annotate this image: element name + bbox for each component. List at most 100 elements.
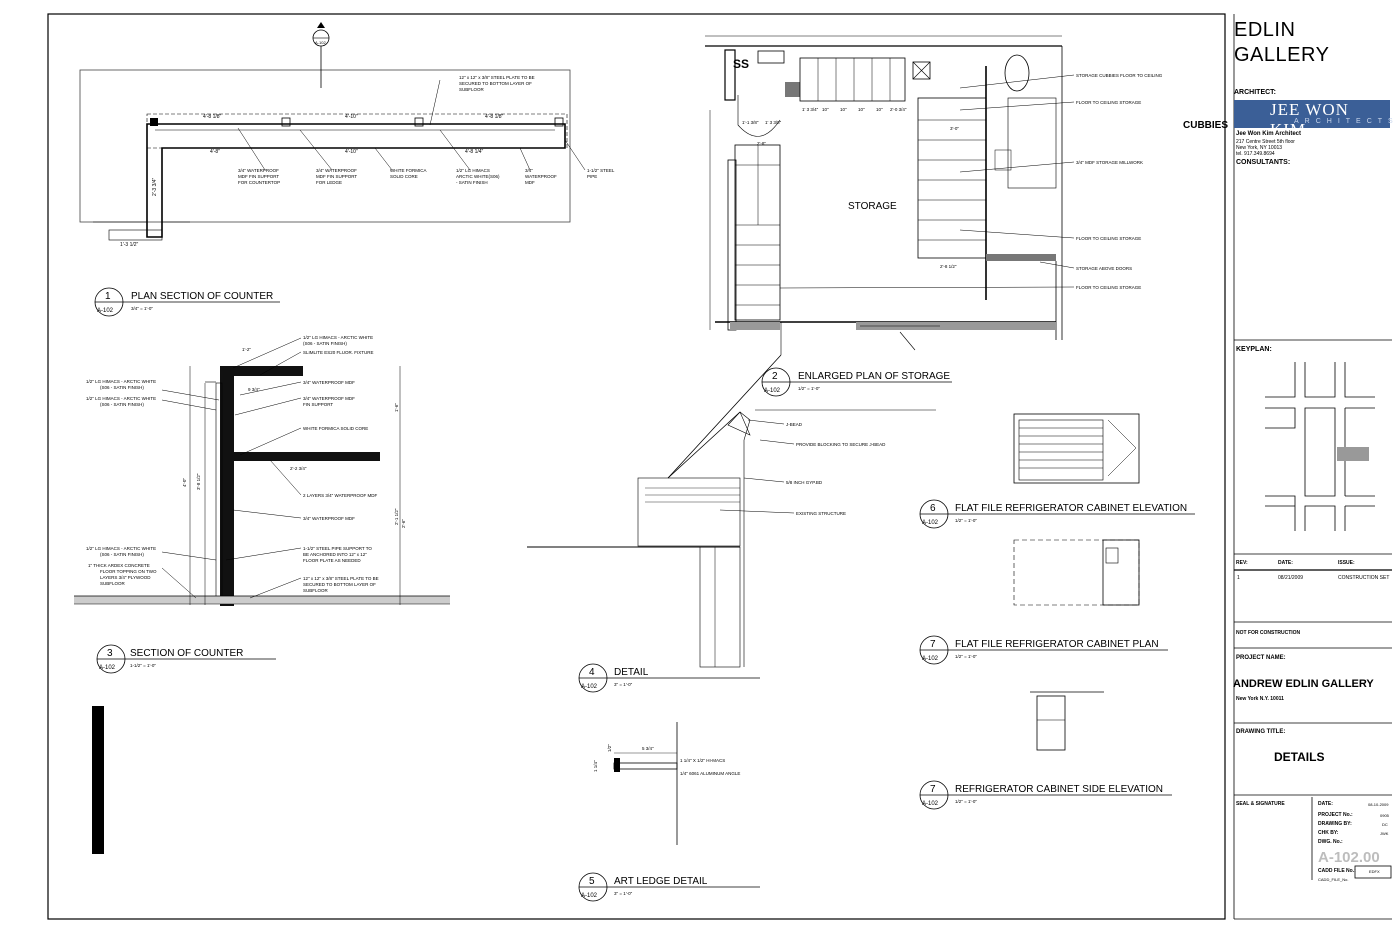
- svg-text:FLOOR TO CEILING STORAGE: FLOOR TO CEILING STORAGE: [1076, 100, 1141, 105]
- keyplan-diagram: [1265, 362, 1375, 531]
- svg-text:3'-0": 3'-0": [950, 126, 959, 131]
- dwg-no-value: A-102.00: [1318, 849, 1380, 866]
- svg-text:10": 10": [876, 107, 883, 112]
- drawing-by-label: DRAWING BY:: [1318, 821, 1352, 827]
- svg-text:REFRIGERATOR CABINET SIDE ELEV: REFRIGERATOR CABINET SIDE ELEVATION: [955, 784, 1163, 795]
- svg-text:3/4" WATERPROOF: 3/4" WATERPROOF: [238, 168, 279, 173]
- svg-text:1'-6": 1'-6": [394, 403, 399, 412]
- svg-text:LAYERS 3/4" PLYWOOD: LAYERS 3/4" PLYWOOD: [100, 575, 151, 580]
- svg-text:A-102: A-102: [99, 665, 116, 671]
- svg-text:SECURED TO BOTTOM LAYER OF: SECURED TO BOTTOM LAYER OF: [303, 582, 376, 587]
- cadd-box: [1354, 865, 1392, 879]
- view-4-detail: J-BEAD PROVIDE BLOCKING TO SECURE J-BEAD…: [527, 354, 936, 668]
- svg-text:FIN SUPPORT: FIN SUPPORT: [303, 402, 333, 407]
- svg-text:MDF: MDF: [525, 180, 535, 185]
- view-title-6: 6 A-102 FLAT FILE REFRIGERATOR CABINET E…: [919, 499, 1195, 529]
- svg-text:10": 10": [840, 107, 847, 112]
- rev-value: 1: [1237, 575, 1240, 581]
- toilet-fixture: [1004, 54, 1030, 92]
- firm-addr2: New York, NY 10013: [1236, 145, 1283, 151]
- svg-text:PLAN SECTION OF COUNTER: PLAN SECTION OF COUNTER: [131, 291, 273, 302]
- svg-text:WATERPROOF: WATERPROOF: [525, 174, 557, 179]
- svg-text:STORAGE CUBBIES FLOOR TO CEILI: STORAGE CUBBIES FLOOR TO CEILING: [1076, 73, 1163, 78]
- label-cubbies: CUBBIES: [1183, 120, 1228, 131]
- view-3-section-counter: 1'-2"9 3/4"2'-2 3/4" 4'-0" 3'-8 1/2" 1'-…: [74, 335, 450, 606]
- svg-text:FLAT FILE REFRIGERATOR CABINET: FLAT FILE REFRIGERATOR CABINET ELEVATION: [955, 503, 1187, 514]
- svg-text:SUBFLOOR: SUBFLOOR: [459, 87, 485, 92]
- gallery-title: EDLIN GALLERY: [1234, 18, 1329, 68]
- date2-value: 08-10-2009: [1368, 802, 1389, 807]
- view-title-2: 2 A-102 ENLARGED PLAN OF STORAGE 1/2" = …: [761, 367, 952, 397]
- view-5-art-ledge-detail: 5 3/4" 1/2" 1 1/4" 1 1/4" X 1/2" HI-MACS…: [593, 722, 740, 845]
- svg-text:2'-8 1/2": 2'-8 1/2": [940, 264, 957, 269]
- label-ss: SS: [733, 57, 749, 71]
- svg-text:1' 3 3/4": 1' 3 3/4": [802, 107, 819, 112]
- svg-text:7: 7: [930, 784, 936, 795]
- svg-text:SECTION OF COUNTER: SECTION OF COUNTER: [130, 648, 243, 659]
- svg-text:(S06 - SATIN FINISH): (S06 - SATIN FINISH): [303, 341, 347, 346]
- svg-text:3/4" WATERPROOF: 3/4" WATERPROOF: [316, 168, 357, 173]
- view-title-4: 4 A-102 DETAIL 3" = 1'-0": [578, 663, 760, 693]
- svg-text:1 1/4": 1 1/4": [593, 760, 598, 772]
- svg-text:FLOOR TOPPING ON TWO: FLOOR TOPPING ON TWO: [100, 569, 157, 574]
- project-no-label: PROJECT No.:: [1318, 812, 1353, 818]
- svg-text:ARCTIC WHITE(S06): ARCTIC WHITE(S06): [456, 174, 500, 179]
- black-scale-bar: [92, 706, 104, 854]
- svg-text:6: 6: [930, 503, 936, 514]
- svg-text:1/2" LG HIMACS - ARCTIC WHITE: 1/2" LG HIMACS - ARCTIC WHITE: [86, 546, 156, 551]
- svg-text:2'-3 3/4": 2'-3 3/4": [152, 177, 158, 196]
- firm-addr1: 217 Centre Street 5th floor: [1236, 139, 1295, 145]
- svg-text:4'-8": 4'-8": [210, 149, 220, 155]
- svg-text:3" = 1'-0": 3" = 1'-0": [614, 891, 633, 896]
- chk-by-label: CHK BY:: [1318, 830, 1339, 836]
- architect-label: ARCHITECT:: [1234, 89, 1276, 96]
- svg-text:5/8 INCH GYP.BD: 5/8 INCH GYP.BD: [786, 480, 823, 485]
- svg-text:SECURED TO BOTTOM LAYER OF: SECURED TO BOTTOM LAYER OF: [459, 81, 532, 86]
- logo-main-text: JEE WON KIM: [1270, 100, 1349, 139]
- svg-text:3/4" MDF STORAGE MILLWORK: 3/4" MDF STORAGE MILLWORK: [1076, 160, 1143, 165]
- svg-text:2: 2: [772, 371, 778, 382]
- svg-text:1-1/2" = 1'-0": 1-1/2" = 1'-0": [130, 663, 156, 668]
- svg-text:SUBFLOOR: SUBFLOOR: [100, 581, 126, 586]
- svg-text:1/2" = 1'-0": 1/2" = 1'-0": [798, 386, 820, 391]
- drawing-title: DETAILS: [1274, 750, 1325, 764]
- svg-text:4'-8 1/8": 4'-8 1/8": [203, 114, 222, 120]
- sheet-border: [47, 13, 1226, 920]
- cadd-label: CADD FILE No.:: [1318, 868, 1356, 874]
- svg-text:1/2" = 1'-0": 1/2" = 1'-0": [955, 518, 977, 523]
- svg-text:9 3/4": 9 3/4": [248, 387, 260, 392]
- view-title-3: 3 A-102 SECTION OF COUNTER 1-1/2" = 1'-0…: [96, 644, 276, 674]
- date-label: DATE:: [1278, 560, 1293, 566]
- svg-text:- SATIN FINISH: - SATIN FINISH: [456, 180, 488, 185]
- svg-text:2'-8": 2'-8": [757, 141, 766, 146]
- svg-text:A-102: A-102: [922, 520, 939, 526]
- svg-text:4'-8 1/4": 4'-8 1/4": [465, 149, 484, 155]
- svg-text:BE ANCHORED INTO 12" x 12": BE ANCHORED INTO 12" x 12": [303, 552, 367, 557]
- svg-text:4'-8 1/8": 4'-8 1/8": [485, 114, 504, 120]
- svg-text:FOR LEDGE: FOR LEDGE: [316, 180, 342, 185]
- view-title-1: 1 A-102 PLAN SECTION OF COUNTER 3/4" = 1…: [94, 287, 280, 317]
- seal-label: SEAL & SIGNATURE: [1236, 801, 1285, 807]
- svg-text:EXISTING STRUCTURE: EXISTING STRUCTURE: [796, 511, 846, 516]
- svg-text:2 LAYERS 3/4" WATERPROOF MDF: 2 LAYERS 3/4" WATERPROOF MDF: [303, 493, 378, 498]
- architect-logo: JEE WON KIM ARCHITECTS: [1234, 100, 1393, 139]
- project-no-value: 0905: [1380, 813, 1389, 818]
- view-7b-cabinet-side-elevation: [1030, 691, 1104, 751]
- svg-text:2'-0 3/4": 2'-0 3/4": [890, 107, 907, 112]
- svg-text:1' 3 3/8": 1' 3 3/8": [765, 120, 782, 125]
- svg-text:J-BEAD: J-BEAD: [786, 422, 803, 427]
- consultants-label: CONSULTANTS:: [1236, 159, 1291, 166]
- svg-text:1'-3 1/2": 1'-3 1/2": [120, 242, 139, 248]
- view-title-7: 7 A-102 FLAT FILE REFRIGERATOR CABINET P…: [919, 635, 1168, 665]
- svg-text:3/4" = 1'-0": 3/4" = 1'-0": [131, 306, 153, 311]
- svg-text:STORAGE ABOVE DOORS: STORAGE ABOVE DOORS: [1076, 266, 1132, 271]
- chk-by-value: JWK: [1380, 831, 1389, 836]
- date2-label: DATE:: [1318, 801, 1333, 807]
- svg-text:2'-6": 2'-6": [401, 519, 406, 528]
- svg-text:FLOOR PLATE AS NEEDED: FLOOR PLATE AS NEEDED: [303, 558, 361, 563]
- svg-text:A-102: A-102: [581, 893, 598, 899]
- rev-label: REV:: [1236, 560, 1248, 566]
- svg-text:SOLID CORE: SOLID CORE: [390, 174, 418, 179]
- svg-text:1/2" LG HIMACS - ARCTIC WHITE: 1/2" LG HIMACS - ARCTIC WHITE: [86, 379, 156, 384]
